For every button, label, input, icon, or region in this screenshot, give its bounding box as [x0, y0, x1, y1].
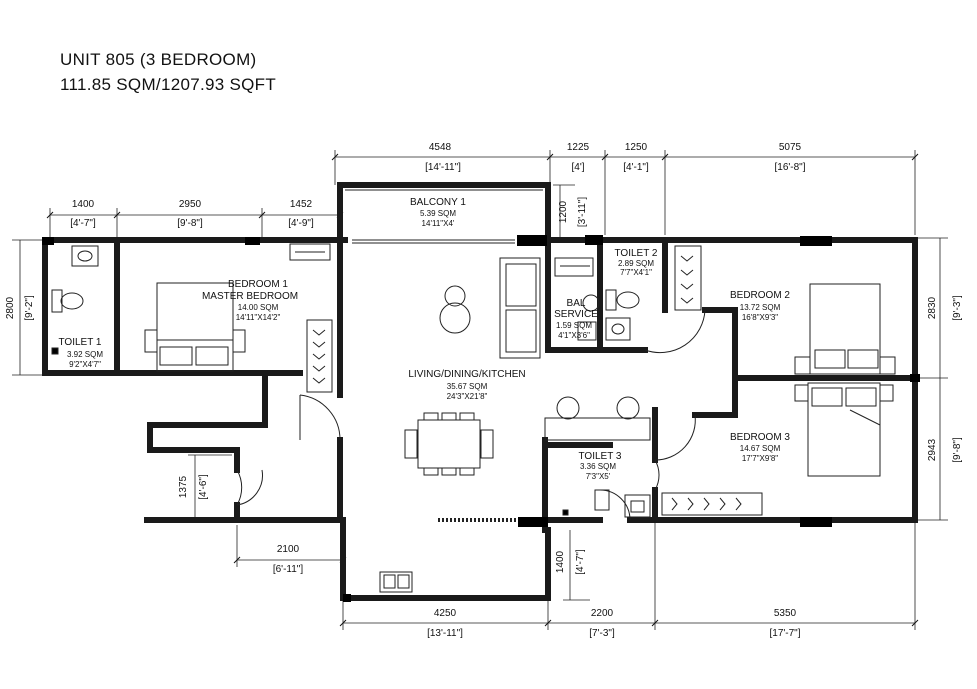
- toilet3-name: TOILET 3: [579, 451, 622, 462]
- wardrobe-icon: [306, 319, 333, 393]
- ac-ledge-icon: [289, 243, 331, 261]
- dim-1250: 1250: [625, 142, 648, 153]
- dim-2100-ft: [6'-11"]: [273, 564, 304, 575]
- dim-1375-ft: [4'-6"]: [198, 474, 209, 500]
- balcony-glazing: [345, 189, 543, 244]
- dim-1225: 1225: [567, 142, 590, 153]
- dim-1452: 1452: [290, 199, 313, 210]
- toilet1-sqm: 3.92 SQM: [67, 350, 103, 359]
- dim-2943: 2943: [927, 438, 938, 461]
- room-labels: BALCONY 1 5.39 SQM 14'11"X4' BEDROOM 1 M…: [59, 197, 791, 481]
- bedroom2-name: BEDROOM 2: [730, 290, 790, 301]
- dim-2830: 2830: [927, 296, 938, 319]
- bedroom1-name: BEDROOM 1: [228, 279, 288, 290]
- balcony-sqm: 5.39 SQM: [420, 209, 456, 218]
- dim-2200: 2200: [591, 608, 614, 619]
- bedroom3-sqm: 14.67 SQM: [740, 444, 781, 453]
- furniture: [51, 243, 896, 593]
- toilet1-name: TOILET 1: [59, 337, 102, 348]
- unit-area: 111.85 SQM/1207.93 SQFT: [60, 75, 277, 94]
- unit-title: UNIT 805 (3 BEDROOM): [60, 50, 257, 69]
- dim-1452-ft: [4'-9"]: [288, 218, 314, 229]
- door-swings: [236, 309, 706, 521]
- dim-1400-v-ft: [4'-7"]: [575, 549, 586, 575]
- bedroom3-size: 17'7"X9'8": [742, 454, 778, 463]
- dim-2200-ft: [7'-3"]: [589, 628, 615, 639]
- dim-2943-ft: [9'-8"]: [952, 437, 963, 463]
- bedroom1-sqm: 14.00 SQM: [238, 303, 279, 312]
- bedroom1-sub: MASTER BEDROOM: [202, 291, 298, 302]
- stool-icon: [544, 396, 651, 441]
- bed-icon: [144, 282, 246, 372]
- living-size: 24'3"X21'8": [447, 392, 488, 401]
- dim-1200: 1200: [558, 200, 569, 223]
- sink-icon: [379, 571, 413, 593]
- dim-1200-ft: [3'-11"]: [577, 197, 588, 228]
- balcony-size: 14'11"X4': [422, 219, 455, 228]
- toilet1-size: 9'2"X4'7": [69, 360, 101, 369]
- dim-4250-ft: [13'-11"]: [427, 628, 463, 639]
- bedroom2-size: 16'8"X9'3": [742, 313, 778, 322]
- dim-1225-ft: [4']: [571, 162, 584, 173]
- living-name: LIVING/DINING/KITCHEN: [408, 369, 525, 380]
- dim-1250-ft: [4'-1"]: [623, 162, 649, 173]
- basin-icon: [71, 245, 99, 267]
- walls: [42, 182, 918, 601]
- balcony-name: BALCONY 1: [410, 197, 466, 208]
- living-sqm: 35.67 SQM: [447, 382, 488, 391]
- bedroom3-name: BEDROOM 3: [730, 432, 790, 443]
- dim-2800: 2800: [5, 296, 16, 319]
- toilet2-name: TOILET 2: [615, 248, 658, 259]
- dim-5350-ft: [17'-7"]: [769, 628, 800, 639]
- dim-5350: 5350: [774, 608, 797, 619]
- columns: [42, 235, 920, 602]
- bedroom1-size: 14'11"X14'2": [236, 313, 281, 322]
- dim-2950: 2950: [179, 199, 202, 210]
- toilet2-size: 7'7"X4'1": [620, 268, 652, 277]
- dim-5075-ft: [16'-8"]: [774, 162, 805, 173]
- bal-service-name: BAL: [567, 298, 586, 309]
- dining-table-icon: [404, 412, 494, 476]
- dim-4548-ft: [14'-11"]: [425, 162, 461, 173]
- dim-4250: 4250: [434, 608, 457, 619]
- dim-2830-ft: [9'-3"]: [952, 295, 963, 321]
- bal-service-sqm: 1.59 SQM: [556, 321, 592, 330]
- bedroom2-sqm: 13.72 SQM: [740, 303, 781, 312]
- sofa-icon: [499, 257, 541, 359]
- wc-icon: [51, 289, 63, 313]
- dim-2950-ft: [9'-8"]: [177, 218, 203, 229]
- toilet2-sqm: 2.89 SQM: [618, 259, 654, 268]
- toilet3-sqm: 3.36 SQM: [580, 462, 616, 471]
- dim-2800-ft: [9'-2"]: [24, 295, 35, 321]
- dim-1400-ft: [4'-7"]: [70, 218, 96, 229]
- bal-service-sub: SERVICE: [554, 309, 598, 320]
- lamp-icon: [439, 285, 471, 334]
- toilet3-size: 7'3"X5': [586, 472, 611, 481]
- dim-2100: 2100: [277, 544, 300, 555]
- dim-1400: 1400: [72, 199, 95, 210]
- dimension-labels: 4548 [14'-11"] 1225 [4'] 1250 [4'-1"] 50…: [5, 142, 963, 639]
- bal-service-size: 4'1"X3'6": [558, 331, 590, 340]
- dim-4548: 4548: [429, 142, 452, 153]
- dim-1400-v: 1400: [555, 550, 566, 573]
- dim-5075: 5075: [779, 142, 802, 153]
- dim-1375: 1375: [178, 475, 189, 498]
